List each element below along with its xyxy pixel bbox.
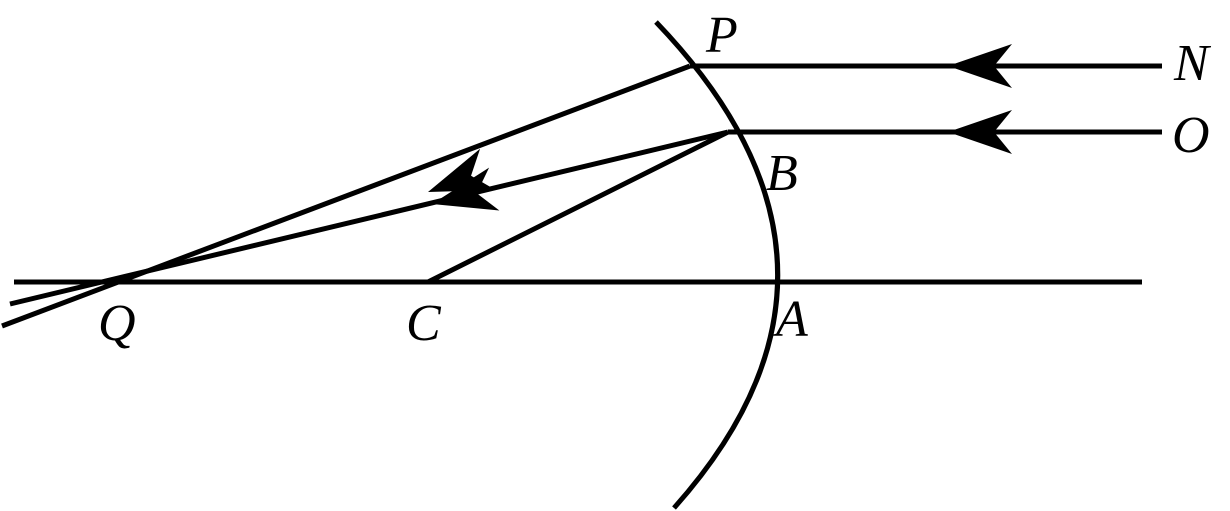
reflected-ray-pq: [1, 63, 691, 329]
arrowhead-incident-n: [948, 44, 1012, 88]
reflected-ray-bq: [9, 129, 729, 307]
concave-mirror: [654, 20, 781, 510]
radius-line-cb: [426, 129, 730, 285]
label-a: A: [773, 291, 808, 348]
label-n: N: [1173, 35, 1212, 92]
arrowhead-reflected-b: [432, 167, 500, 211]
label-b: B: [766, 145, 798, 202]
label-p: P: [705, 7, 738, 64]
label-c: C: [406, 295, 442, 352]
label-o: O: [1172, 107, 1210, 164]
arrowhead-incident-o: [948, 110, 1012, 154]
label-q: Q: [98, 295, 136, 352]
